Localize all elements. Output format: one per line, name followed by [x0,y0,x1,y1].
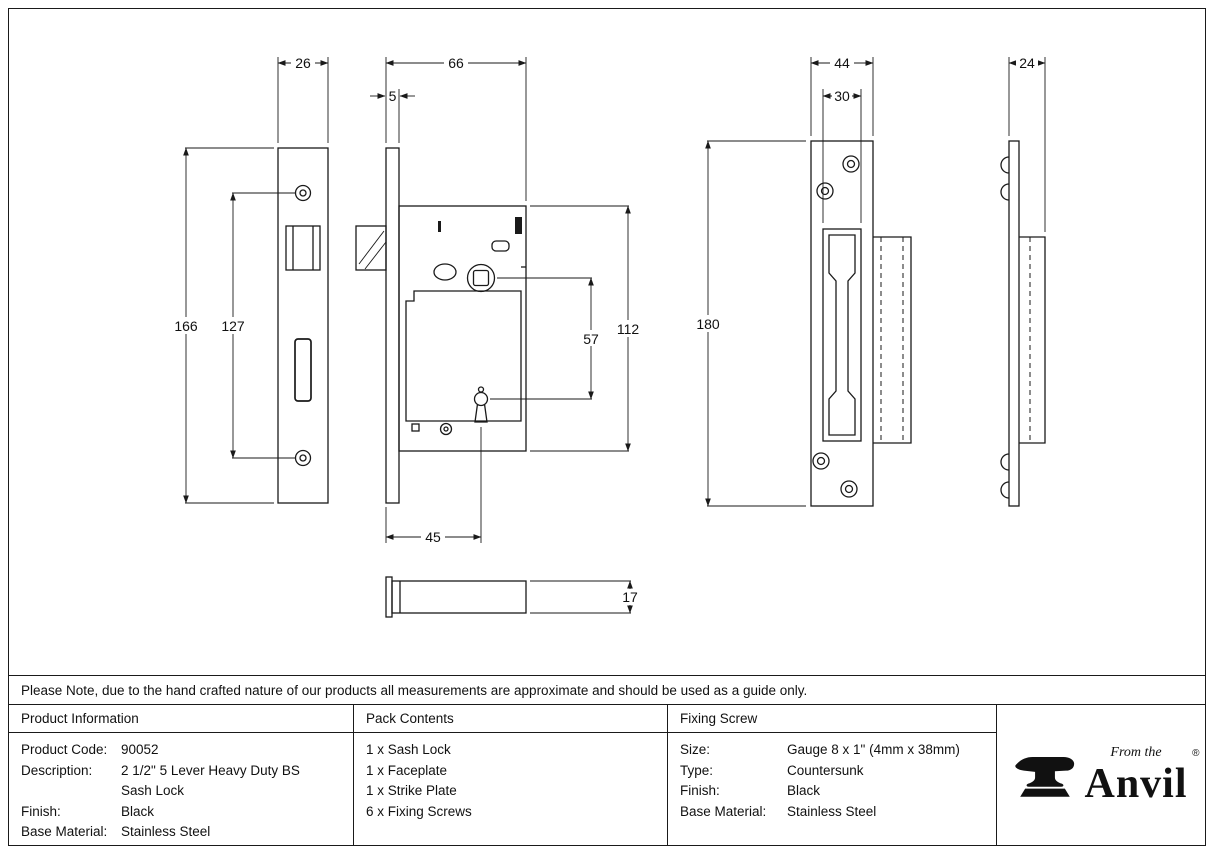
brand-cell: From the Anvil ® [996,705,1205,845]
note-text: Please Note, due to the hand crafted nat… [21,682,808,698]
pack-contents-header: Pack Contents [354,705,667,733]
list-item: 1 x Faceplate [366,762,448,778]
view-faceplate-front: 26 166 127 [171,55,329,504]
table-row: Description: 2 1/2" 5 Lever Heavy Duty B… [21,761,341,782]
list-item: 1 x Strike Plate [366,783,457,798]
note-row: Please Note, due to the hand crafted nat… [9,675,1205,704]
dim-strike-cutout-width: 30 [834,88,850,104]
view-strike-plate-front: 44 30 180 [692,55,912,507]
screw-finish-value: Black [787,783,821,798]
type-value: Countersunk [787,762,864,778]
dim-faceplate-height: 166 [174,318,198,334]
description-label: Description: [21,762,93,778]
dim-case-depth: 66 [448,55,464,71]
spec-table: Product Information Product Code: 90052 … [9,704,1205,845]
pack-contents-column: Pack Contents 1 x Sash Lock 1 x Faceplat… [353,705,667,845]
registered-mark: ® [1192,747,1200,759]
view-strike-plate-side: 24 [1000,55,1046,507]
dim-faceplate-width: 26 [295,55,311,71]
spec-sheet: 26 166 127 [8,8,1206,846]
view-lock-case-side: 66 5 112 57 45 [355,55,644,545]
anvil-icon [1015,757,1075,797]
table-row: Product Code: 90052 [21,740,341,761]
screw-base-material-label: Base Material: [680,803,767,819]
view-lock-case-bottom: 17 [385,576,644,618]
table-row: Size: Gauge 8 x 1" (4mm x 38mm) [680,740,984,761]
table-row: Sash Lock [21,781,341,802]
empty-label [21,781,121,802]
base-material-value: Stainless Steel [121,824,211,839]
technical-drawing: 26 166 127 [171,55,1046,618]
table-row: Finish: Black [21,802,341,823]
fixing-screw-column: Fixing Screw Size: Gauge 8 x 1" (4mm x 3… [667,705,996,845]
table-row: Base Material: Stainless Steel [21,822,341,843]
fixing-screw-header: Fixing Screw [668,705,996,733]
table-row: Type: Countersunk [680,761,984,782]
description-value: 2 1/2" 5 Lever Heavy Duty BS [121,762,300,778]
brand-logo: From the Anvil ® [1000,744,1201,807]
description-value-line2: Sash Lock [121,783,185,798]
dim-case-thickness: 17 [622,589,638,605]
size-label: Size: [680,742,711,757]
finish-label: Finish: [21,803,61,819]
dim-faceplate-thickness: 5 [389,88,397,104]
list-item: 6 x Fixing Screws [366,803,472,819]
product-info-header: Product Information [9,705,353,733]
dim-case-height: 112 [617,321,640,337]
dim-strike-side-depth: 24 [1019,55,1035,71]
brand-tagline: From the [1110,744,1162,760]
product-code-value: 90052 [121,742,159,757]
dim-screw-centres: 127 [221,318,245,334]
screw-base-material-value: Stainless Steel [787,803,877,819]
brand-name: Anvil [1084,760,1188,807]
dim-strike-height: 180 [696,316,720,332]
type-label: Type: [680,762,714,778]
fixing-screw-body: Size: Gauge 8 x 1" (4mm x 38mm) Type: Co… [668,733,996,822]
screw-finish-label: Finish: [680,783,720,798]
brand-text: From the Anvil [1084,744,1188,807]
dim-backset: 45 [425,529,441,545]
table-row: Base Material: Stainless Steel [680,802,984,823]
product-info-column: Product Information Product Code: 90052 … [9,705,353,845]
finish-value: Black [121,803,155,819]
pack-contents-body: 1 x Sash Lock 1 x Faceplate 1 x Strike P… [354,733,667,822]
list-item: 1 x Sash Lock [366,742,451,757]
product-code-label: Product Code: [21,742,108,757]
table-row: Finish: Black [680,781,984,802]
size-value: Gauge 8 x 1" (4mm x 38mm) [787,742,960,757]
base-material-label: Base Material: [21,824,108,839]
product-info-body: Product Code: 90052 Description: 2 1/2" … [9,733,353,843]
dim-strike-width: 44 [834,55,850,71]
dim-spindle-to-key: 57 [583,331,599,347]
